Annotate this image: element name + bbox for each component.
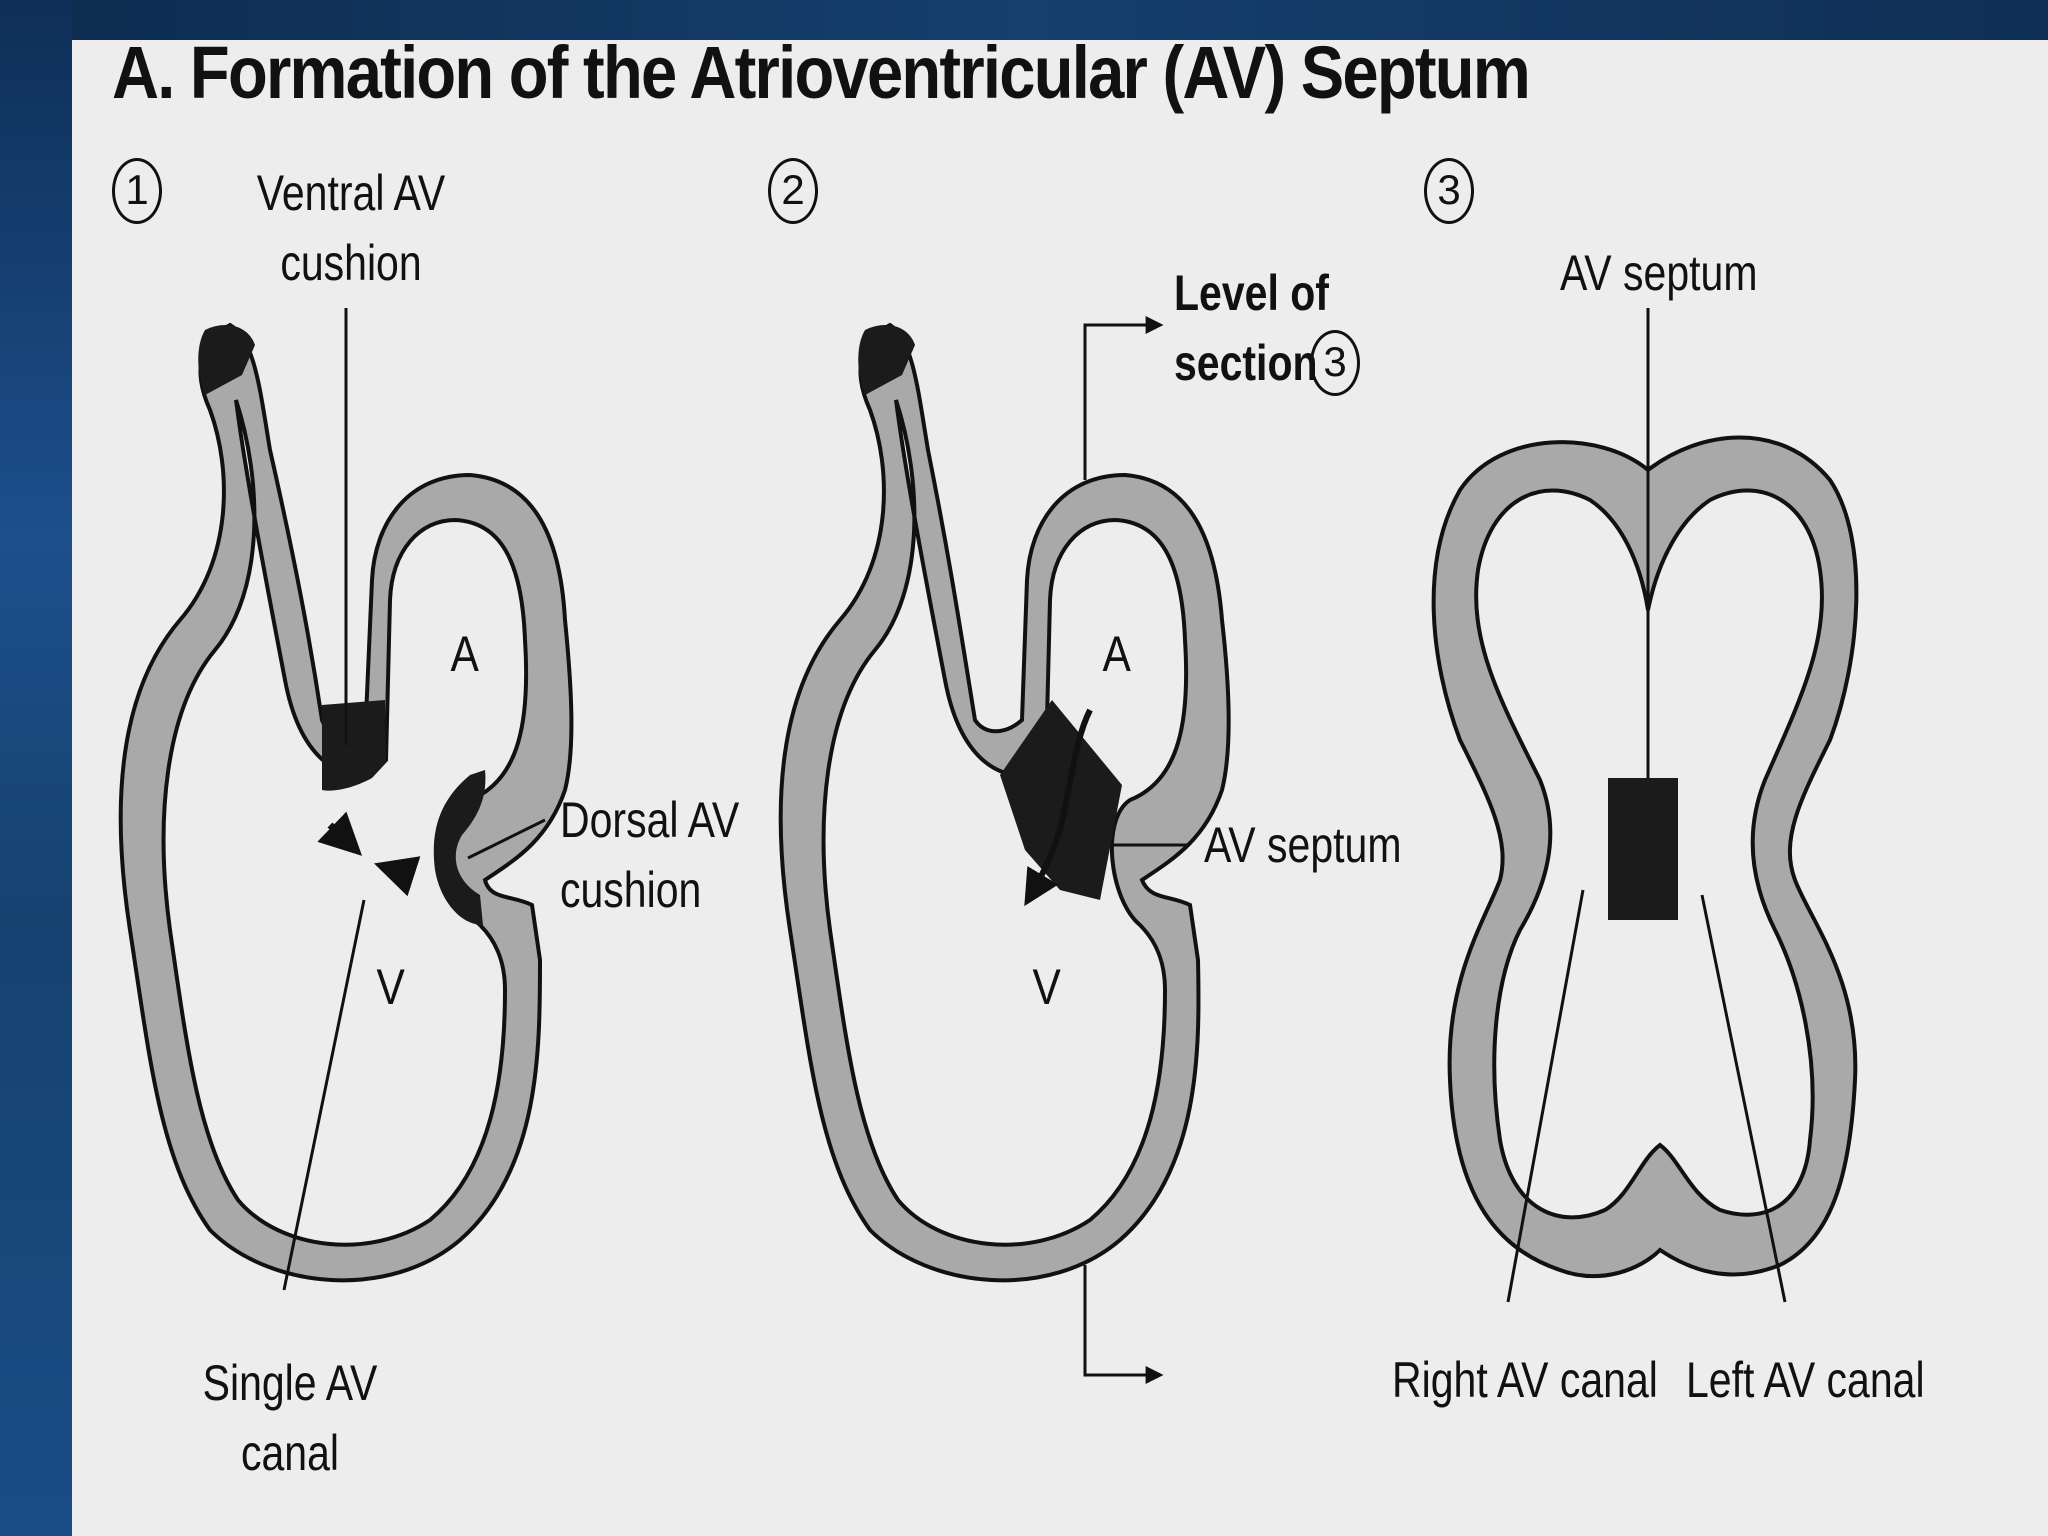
slide-frame-top <box>0 0 2048 40</box>
leader-left-canal <box>1700 894 1787 1303</box>
panel-3-section <box>1431 308 1859 1303</box>
ventral-label-line-1: Ventral AV <box>256 165 446 221</box>
av-septum-block <box>1000 700 1122 900</box>
panel-1-number: 1 <box>112 158 162 224</box>
level-label-line-2: section <box>1174 335 1318 391</box>
panel-2-number: 2 <box>768 158 818 224</box>
panel-2-ventricle-label: V <box>1032 959 1061 1015</box>
leader-right-canal <box>1506 889 1585 1303</box>
dorsal-av-cushion-label: Dorsal AV cushion <box>560 785 739 925</box>
av-septum-label-2: AV septum <box>1204 817 1402 873</box>
left-av-canal-label: Left AV canal <box>1686 1352 1925 1408</box>
single-label-line-2: canal <box>240 1425 340 1481</box>
arrow-ventral-cushion <box>317 811 363 856</box>
panel-1-top-cushion <box>198 325 255 395</box>
av-septum-block-3 <box>1608 778 1678 920</box>
level-section-number: 3 <box>1310 330 1360 396</box>
panel-2-wall <box>778 322 1231 1283</box>
level-line-top <box>1083 316 1164 480</box>
dorsal-label-line-1: Dorsal AV <box>560 792 740 848</box>
panel-3-wall <box>1431 435 1859 1279</box>
slide-title: A. Formation of the Atrioventricular (AV… <box>112 31 1531 114</box>
ventral-av-cushion-label: Ventral AV cushion <box>249 158 454 298</box>
panel-1-atrium-label: A <box>450 626 479 682</box>
panel-1-heart <box>118 308 574 1291</box>
level-of-section-label: Level of section <box>1174 258 1329 398</box>
level-label-line-1: Level of <box>1174 265 1329 321</box>
dorsal-label-line-2: cushion <box>560 862 702 918</box>
single-label-line-1: Single AV <box>202 1355 378 1411</box>
slide-frame-left <box>0 0 72 1536</box>
level-line-bottom <box>1083 1265 1164 1384</box>
dorsal-av-cushion <box>433 770 486 925</box>
panel-2-atrium-label: A <box>1102 626 1131 682</box>
ventral-label-line-2: cushion <box>280 235 422 291</box>
leader-dorsal <box>467 818 546 860</box>
single-av-canal-label: Single AV canal <box>192 1348 389 1488</box>
leader-single <box>282 899 366 1291</box>
panel-3-number: 3 <box>1424 158 1474 224</box>
flow-arrow <box>1024 708 1093 907</box>
ventral-av-cushion <box>322 700 386 791</box>
arrow-dorsal-cushion <box>374 856 421 897</box>
panel-2-top-cushion <box>858 325 915 395</box>
panel-1-ventricle-label: V <box>376 959 405 1015</box>
panel-2-heart <box>778 316 1231 1384</box>
av-septum-label-3: AV septum <box>1560 245 1758 301</box>
right-av-canal-label: Right AV canal <box>1392 1352 1658 1408</box>
